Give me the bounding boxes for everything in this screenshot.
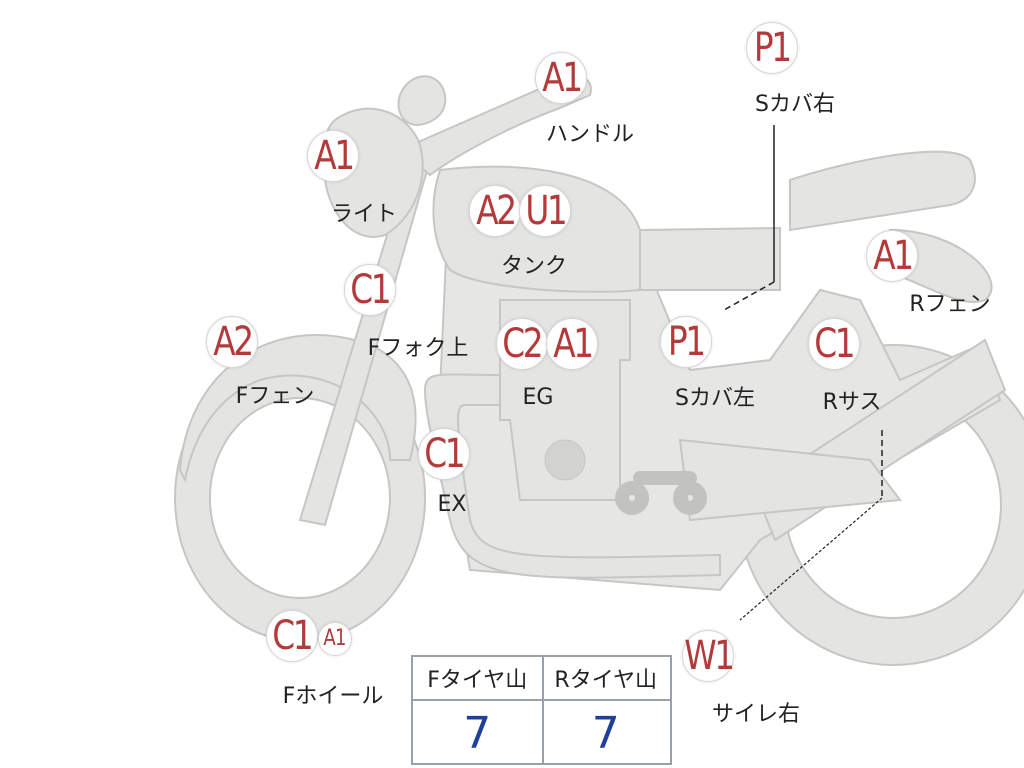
handle-label: ハンドル — [545, 122, 635, 147]
muffler-label: サイレ右 — [711, 702, 801, 727]
scover-left-code-badge[interactable]: P1 — [660, 316, 712, 368]
scover-left-label: Sカバ左 — [675, 386, 755, 411]
scover-right-label: Sカバ右 — [755, 92, 835, 117]
muffler-code-badge[interactable]: W1 — [682, 630, 735, 682]
ffork-code-badge[interactable]: C1 — [344, 264, 396, 316]
exhaust-label: EX — [437, 492, 467, 517]
handle-code-badge[interactable]: A1 — [535, 52, 587, 104]
leader-muffler — [739, 497, 883, 621]
tank-code-badge-1[interactable]: A2 — [469, 185, 521, 237]
fwheel-label: Fホイール — [282, 684, 384, 709]
engine-label: EG — [522, 385, 554, 410]
ffork-label: Fフォク上 — [367, 336, 469, 361]
light-code-badge[interactable]: A1 — [307, 130, 359, 182]
scover-right-code-badge[interactable]: P1 — [746, 22, 798, 74]
front-tire-header: Fタイヤ山 — [427, 668, 528, 693]
table-divider-v — [541, 657, 544, 763]
light-label: ライト — [330, 202, 398, 227]
ffender-code-badge[interactable]: A2 — [206, 316, 258, 368]
exhaust-code-badge[interactable]: C1 — [418, 428, 470, 480]
side-cover — [639, 226, 781, 291]
footpeg — [615, 471, 707, 515]
rear-tire-value[interactable]: 7 — [591, 707, 620, 759]
engine-cover — [544, 439, 586, 481]
rsus-code-badge[interactable]: C1 — [808, 318, 860, 370]
rfender-label: Rフェン — [909, 292, 991, 317]
engine-code-badge-2[interactable]: A1 — [546, 318, 598, 370]
fwheel-code-badge-2[interactable]: A1 — [318, 622, 352, 656]
rsus-label: Rサス — [822, 390, 882, 415]
exhaust-pipe — [423, 373, 721, 579]
rfender-code-badge[interactable]: A1 — [866, 230, 918, 282]
front-tire-value[interactable]: 7 — [463, 707, 492, 759]
seat — [789, 150, 976, 232]
tire-tread-table: Fタイヤ山 Rタイヤ山 7 7 — [411, 655, 672, 765]
mirror — [397, 75, 447, 127]
rear-tire-header: Rタイヤ山 — [554, 668, 658, 693]
tank-label: タンク — [500, 254, 568, 279]
engine-code-badge-1[interactable]: C2 — [496, 318, 548, 370]
tank-code-badge-2[interactable]: U1 — [519, 185, 571, 237]
fwheel-code-badge-1[interactable]: C1 — [266, 610, 318, 662]
ffender-label: Fフェン — [235, 384, 315, 409]
